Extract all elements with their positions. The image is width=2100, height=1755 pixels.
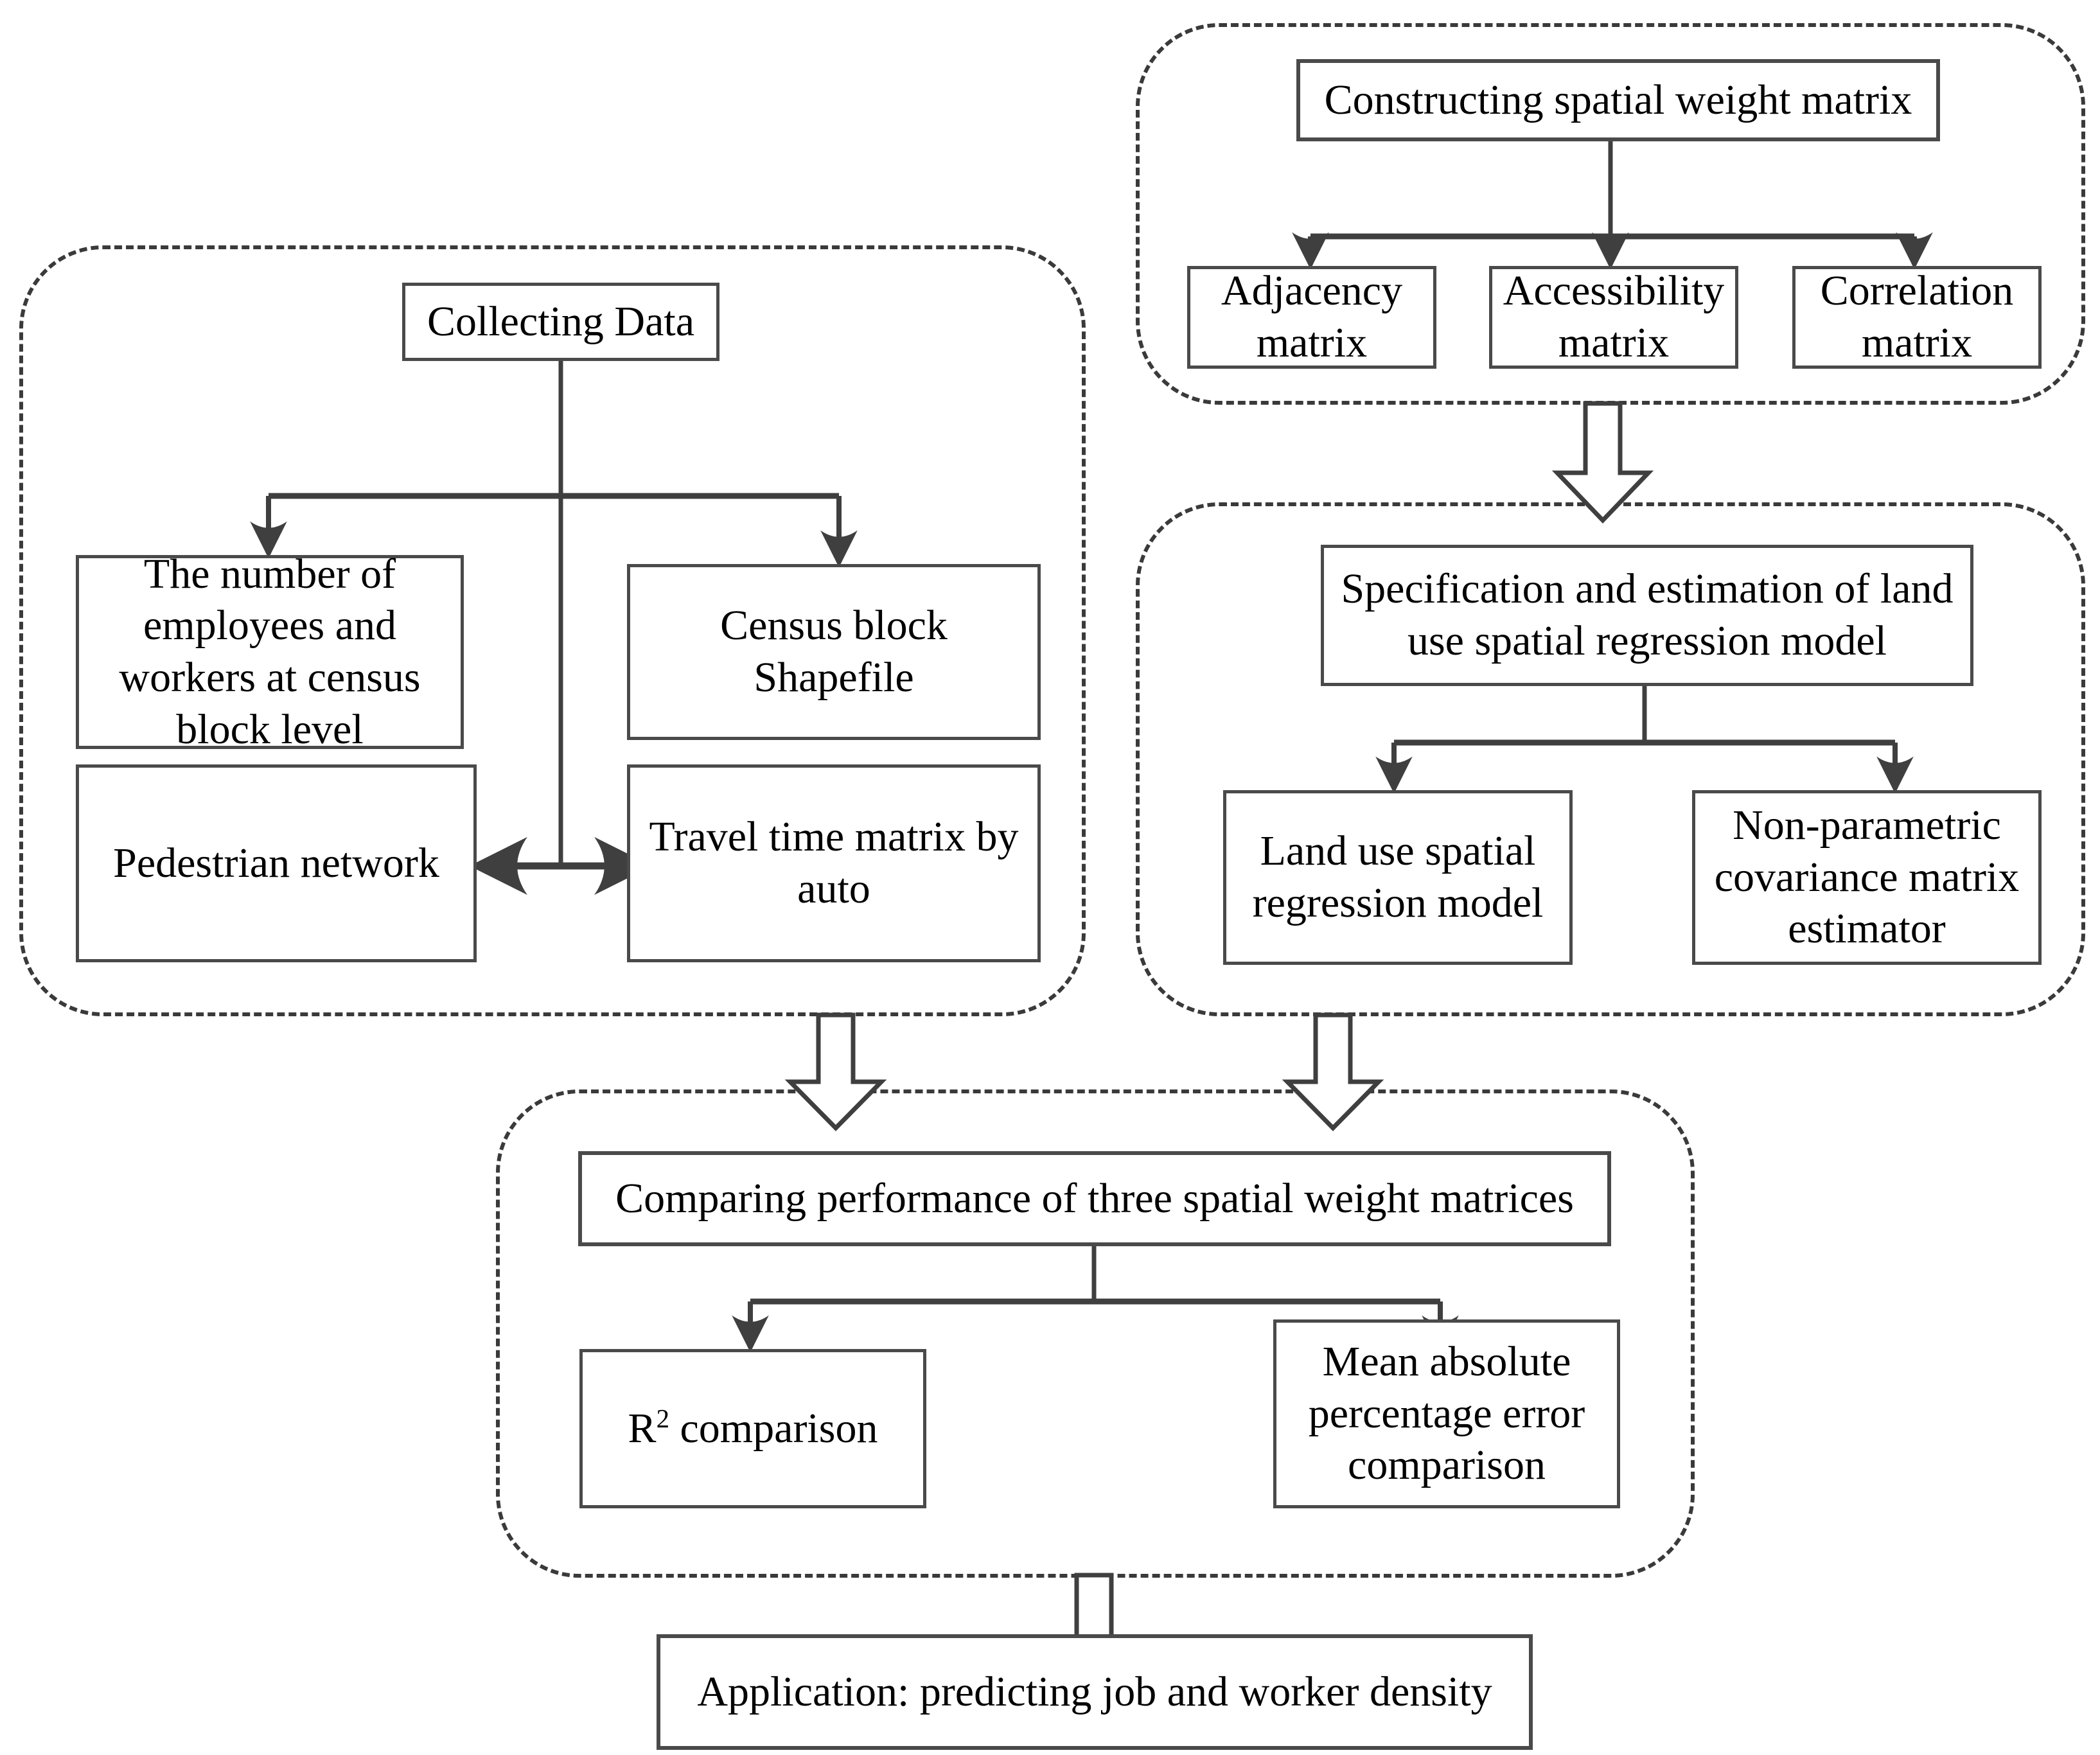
group-data-collection — [19, 245, 1086, 1016]
node-collecting-data[interactable]: Collecting Data — [402, 283, 719, 361]
node-application[interactable]: Application: predicting job and worker d… — [657, 1634, 1533, 1750]
node-employees-workers[interactable]: The number of employees and workers at c… — [76, 551, 464, 753]
node-adjacency-matrix[interactable]: Adjacency matrix — [1187, 266, 1436, 369]
r2-comparison-label: R2 comparison — [628, 1404, 878, 1452]
node-correlation-matrix[interactable]: Correlation matrix — [1792, 266, 2042, 369]
node-pedestrian-network[interactable]: Pedestrian network — [76, 764, 477, 962]
node-specification-estimation[interactable]: Specification and estimation of land use… — [1321, 545, 1973, 686]
node-accessibility-matrix[interactable]: Accessibility matrix — [1489, 266, 1738, 369]
node-constructing-weight-matrix[interactable]: Constructing spatial weight matrix — [1296, 59, 1940, 141]
node-census-shapefile[interactable]: Census block Shapefile — [627, 564, 1041, 740]
node-r2-comparison[interactable]: R2 comparison — [579, 1349, 926, 1508]
node-nonparametric-estimator[interactable]: Non-parametric covariance matrix estimat… — [1692, 790, 2042, 965]
r2-superscript: 2 — [656, 1404, 670, 1433]
node-land-use-model[interactable]: Land use spatial regression model — [1223, 790, 1573, 965]
node-mape-comparison[interactable]: Mean absolute percentage error compariso… — [1273, 1319, 1620, 1508]
node-comparing-performance[interactable]: Comparing performance of three spatial w… — [578, 1151, 1611, 1246]
node-travel-time-matrix[interactable]: Travel time matrix by auto — [627, 764, 1041, 962]
